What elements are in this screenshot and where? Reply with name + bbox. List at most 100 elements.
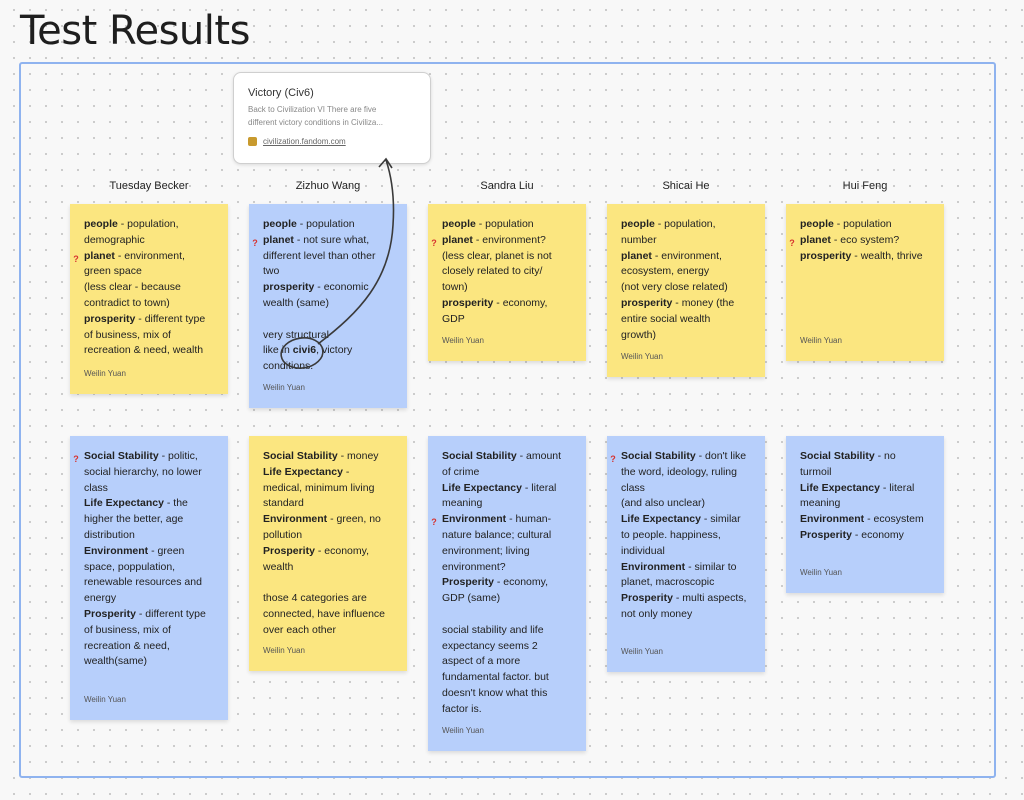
note-text: - literal bbox=[879, 481, 915, 494]
note-text: growth) bbox=[621, 328, 657, 341]
note-line: (less clear - because bbox=[84, 280, 216, 296]
note-text: - wealth, thrive bbox=[851, 249, 923, 262]
sticky-note[interactable]: Social Stability - don't like?the word, … bbox=[607, 436, 765, 672]
column-header: Tuesday Becker bbox=[109, 180, 189, 192]
note-text: - population, bbox=[117, 218, 179, 230]
note-term: Life Expectancy bbox=[442, 481, 522, 494]
note-term: prosperity bbox=[84, 312, 136, 325]
note-text: environment? bbox=[442, 560, 506, 573]
column-header: Zizhuo Wang bbox=[295, 180, 361, 192]
note-line: contradict to town) bbox=[84, 296, 216, 312]
note-text: distribution bbox=[84, 528, 135, 541]
note-term: civi6 bbox=[292, 344, 317, 357]
note-term: Social Stability bbox=[263, 450, 338, 462]
link-card[interactable]: Victory (Civ6) Back to Civilization VI T… bbox=[233, 72, 431, 164]
note-text: - money (the bbox=[672, 296, 735, 309]
note-term: Prosperity bbox=[84, 607, 136, 620]
link-card-description: Back to Civilization VI There are five d… bbox=[248, 103, 416, 129]
sticky-note[interactable]: Social Stability - politic,?social hiera… bbox=[70, 436, 228, 720]
note-line: wealth (same) bbox=[263, 296, 395, 312]
note-line: factor is. bbox=[442, 702, 574, 718]
note-line: prosperity - different type bbox=[84, 312, 216, 328]
note-line: meaning bbox=[442, 496, 574, 512]
link-card-description-line: different victory conditions in Civiliza… bbox=[248, 118, 384, 127]
note-text: space, poppulation, bbox=[84, 560, 176, 573]
link-card-domain[interactable]: civilization.fandom.com bbox=[263, 137, 346, 146]
note-line: Social Stability - amount bbox=[442, 449, 574, 465]
note-text: very structural bbox=[263, 328, 329, 341]
note-term: people bbox=[621, 218, 655, 230]
note-line: aspect of a more bbox=[442, 654, 574, 670]
note-line: people - population bbox=[800, 217, 932, 233]
note-line: like in civi6, victory bbox=[263, 343, 395, 359]
note-line: Social Stability - no bbox=[800, 449, 932, 465]
note-term: prosperity bbox=[621, 296, 673, 309]
column-header: Shicai He bbox=[662, 180, 710, 192]
note-text: planet, macroscopic bbox=[621, 576, 715, 589]
note-line: Social Stability - politic, bbox=[84, 449, 216, 465]
note-line: Life Expectancy - similar bbox=[621, 512, 753, 528]
note-line: Prosperity - economy, bbox=[442, 575, 574, 591]
note-line: very structural bbox=[263, 328, 395, 344]
results-frame[interactable] bbox=[19, 62, 996, 778]
note-line: Life Expectancy - the bbox=[84, 496, 216, 512]
link-card-title: Victory (Civ6) bbox=[248, 87, 314, 99]
note-text: - environment, bbox=[114, 249, 185, 262]
question-flag-icon: ? bbox=[789, 237, 795, 248]
note-text: like in bbox=[263, 344, 293, 357]
note-text: ecosystem, energy bbox=[621, 265, 710, 278]
note-text: - population bbox=[833, 218, 892, 230]
note-text: contradict to town) bbox=[84, 296, 170, 309]
note-line: of business, mix of bbox=[84, 623, 216, 639]
note-text: closely related to city/ bbox=[442, 265, 543, 278]
note-line: Life Expectancy - literal bbox=[800, 481, 932, 497]
link-card-url[interactable]: civilization.fandom.com bbox=[248, 137, 416, 146]
note-text: meaning bbox=[442, 497, 483, 510]
note-author: Weilin Yuan bbox=[800, 568, 842, 578]
note-term: Social Stability bbox=[621, 450, 696, 462]
note-term: people bbox=[263, 218, 297, 230]
column-header: Sandra Liu bbox=[480, 180, 534, 192]
note-line: planet - not sure what, bbox=[263, 233, 395, 249]
note-term: Social Stability bbox=[800, 450, 875, 462]
note-line: energy bbox=[84, 591, 216, 607]
note-term: prosperity bbox=[442, 296, 494, 309]
note-line: not only money bbox=[621, 607, 753, 623]
note-text: - similar bbox=[700, 513, 741, 526]
note-line: nature balance; cultural bbox=[442, 528, 574, 544]
note-text: - ecosystem bbox=[864, 513, 924, 526]
note-text: demographic bbox=[84, 233, 145, 246]
note-line: green space bbox=[84, 264, 216, 280]
note-line: space, poppulation, bbox=[84, 560, 216, 576]
note-term: Prosperity bbox=[800, 528, 852, 541]
note-line: GDP (same) bbox=[442, 591, 574, 607]
note-text: those 4 categories are bbox=[263, 592, 367, 605]
note-text: GDP (same) bbox=[442, 592, 501, 605]
note-line: to people. happiness, bbox=[621, 528, 753, 544]
note-term: prosperity bbox=[263, 281, 315, 294]
note-text: - economy, bbox=[314, 544, 370, 557]
note-line: conditions. bbox=[263, 359, 395, 375]
note-term: Environment bbox=[263, 513, 328, 526]
note-line: (not very close related) bbox=[621, 280, 753, 296]
note-line: Social Stability - money bbox=[263, 449, 395, 465]
note-line: renewable resources and bbox=[84, 575, 216, 591]
note-text: conditions. bbox=[263, 360, 314, 373]
note-text: class bbox=[621, 481, 645, 494]
note-text: wealth (same) bbox=[263, 296, 329, 309]
note-line: wealth(same) bbox=[84, 654, 216, 670]
note-line: expectancy seems 2 bbox=[442, 639, 574, 655]
note-author: Weilin Yuan bbox=[621, 647, 663, 657]
note-text: - don't like bbox=[695, 450, 747, 462]
note-line: (and also unclear) bbox=[621, 496, 753, 512]
note-line: of crime bbox=[442, 465, 574, 481]
note-line: Prosperity - economy bbox=[800, 528, 932, 544]
